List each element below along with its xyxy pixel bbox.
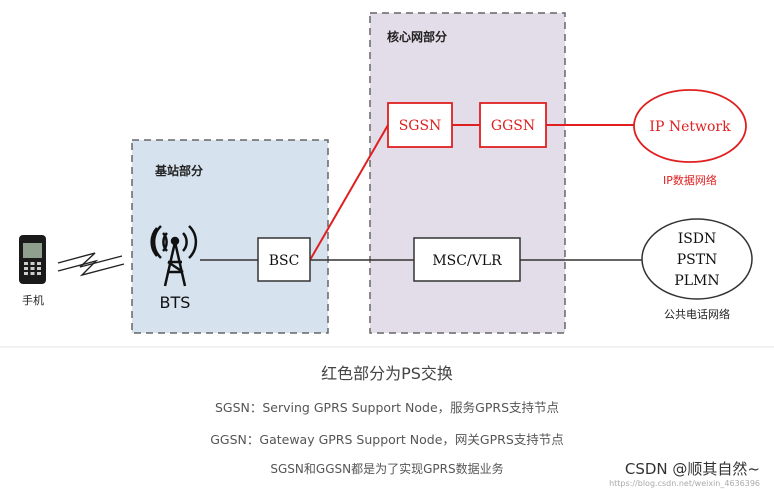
pstn-caption: 公共电话网络 [664, 307, 730, 321]
caption-title: 红色部分为PS交换 [321, 364, 453, 383]
bsc-sgsn-link [309, 124, 389, 261]
diagram-canvas: 基站部分 核心网部分 手机 [0, 12, 774, 348]
bts-label: BTS [160, 293, 191, 312]
pstn-line-isdn: ISDN [678, 231, 717, 247]
ggsn-box [479, 102, 547, 148]
msc-vlr-label: MSC/VLR [432, 253, 502, 269]
caption-sgsn-definition: SGSN：Serving GPRS Support Node，服务GPRS支持节… [214, 400, 560, 415]
csdn-watermark: CSDN @顺其自然~ [622, 458, 762, 479]
ip-network-caption: IP数据网络 [663, 173, 717, 187]
ip-network-ellipse [633, 89, 747, 163]
mobile-phone-icon [19, 235, 46, 284]
bsc-box [257, 237, 311, 282]
pstn-ellipse [641, 218, 753, 300]
core-network-region-label: 核心网部分 [387, 29, 447, 44]
pstn-line-plmn: PLMN [674, 273, 719, 289]
blog-url-watermark: https://blog.csdn.net/weixin_4636396 [609, 479, 760, 488]
bsc-label: BSC [269, 253, 300, 269]
phone-label: 手机 [22, 293, 44, 307]
radio-link-icon [57, 252, 125, 277]
sgsn-box [387, 102, 453, 148]
base-station-region-label: 基站部分 [154, 163, 203, 178]
msc-vlr-box [413, 237, 521, 282]
ip-network-label: IP Network [649, 119, 731, 135]
caption-ggsn-definition: GGSN：Gateway GPRS Support Node，网关GPRS支持节… [210, 432, 564, 447]
core-network-region [369, 12, 566, 334]
pstn-line-pstn: PSTN [677, 252, 718, 268]
sgsn-label: SGSN [399, 118, 442, 134]
caption-gprs-purpose: SGSN和GGSN都是为了实现GPRS数据业务 [270, 462, 504, 476]
ggsn-label: GGSN [491, 118, 535, 134]
bts-tower-icon [150, 225, 198, 287]
